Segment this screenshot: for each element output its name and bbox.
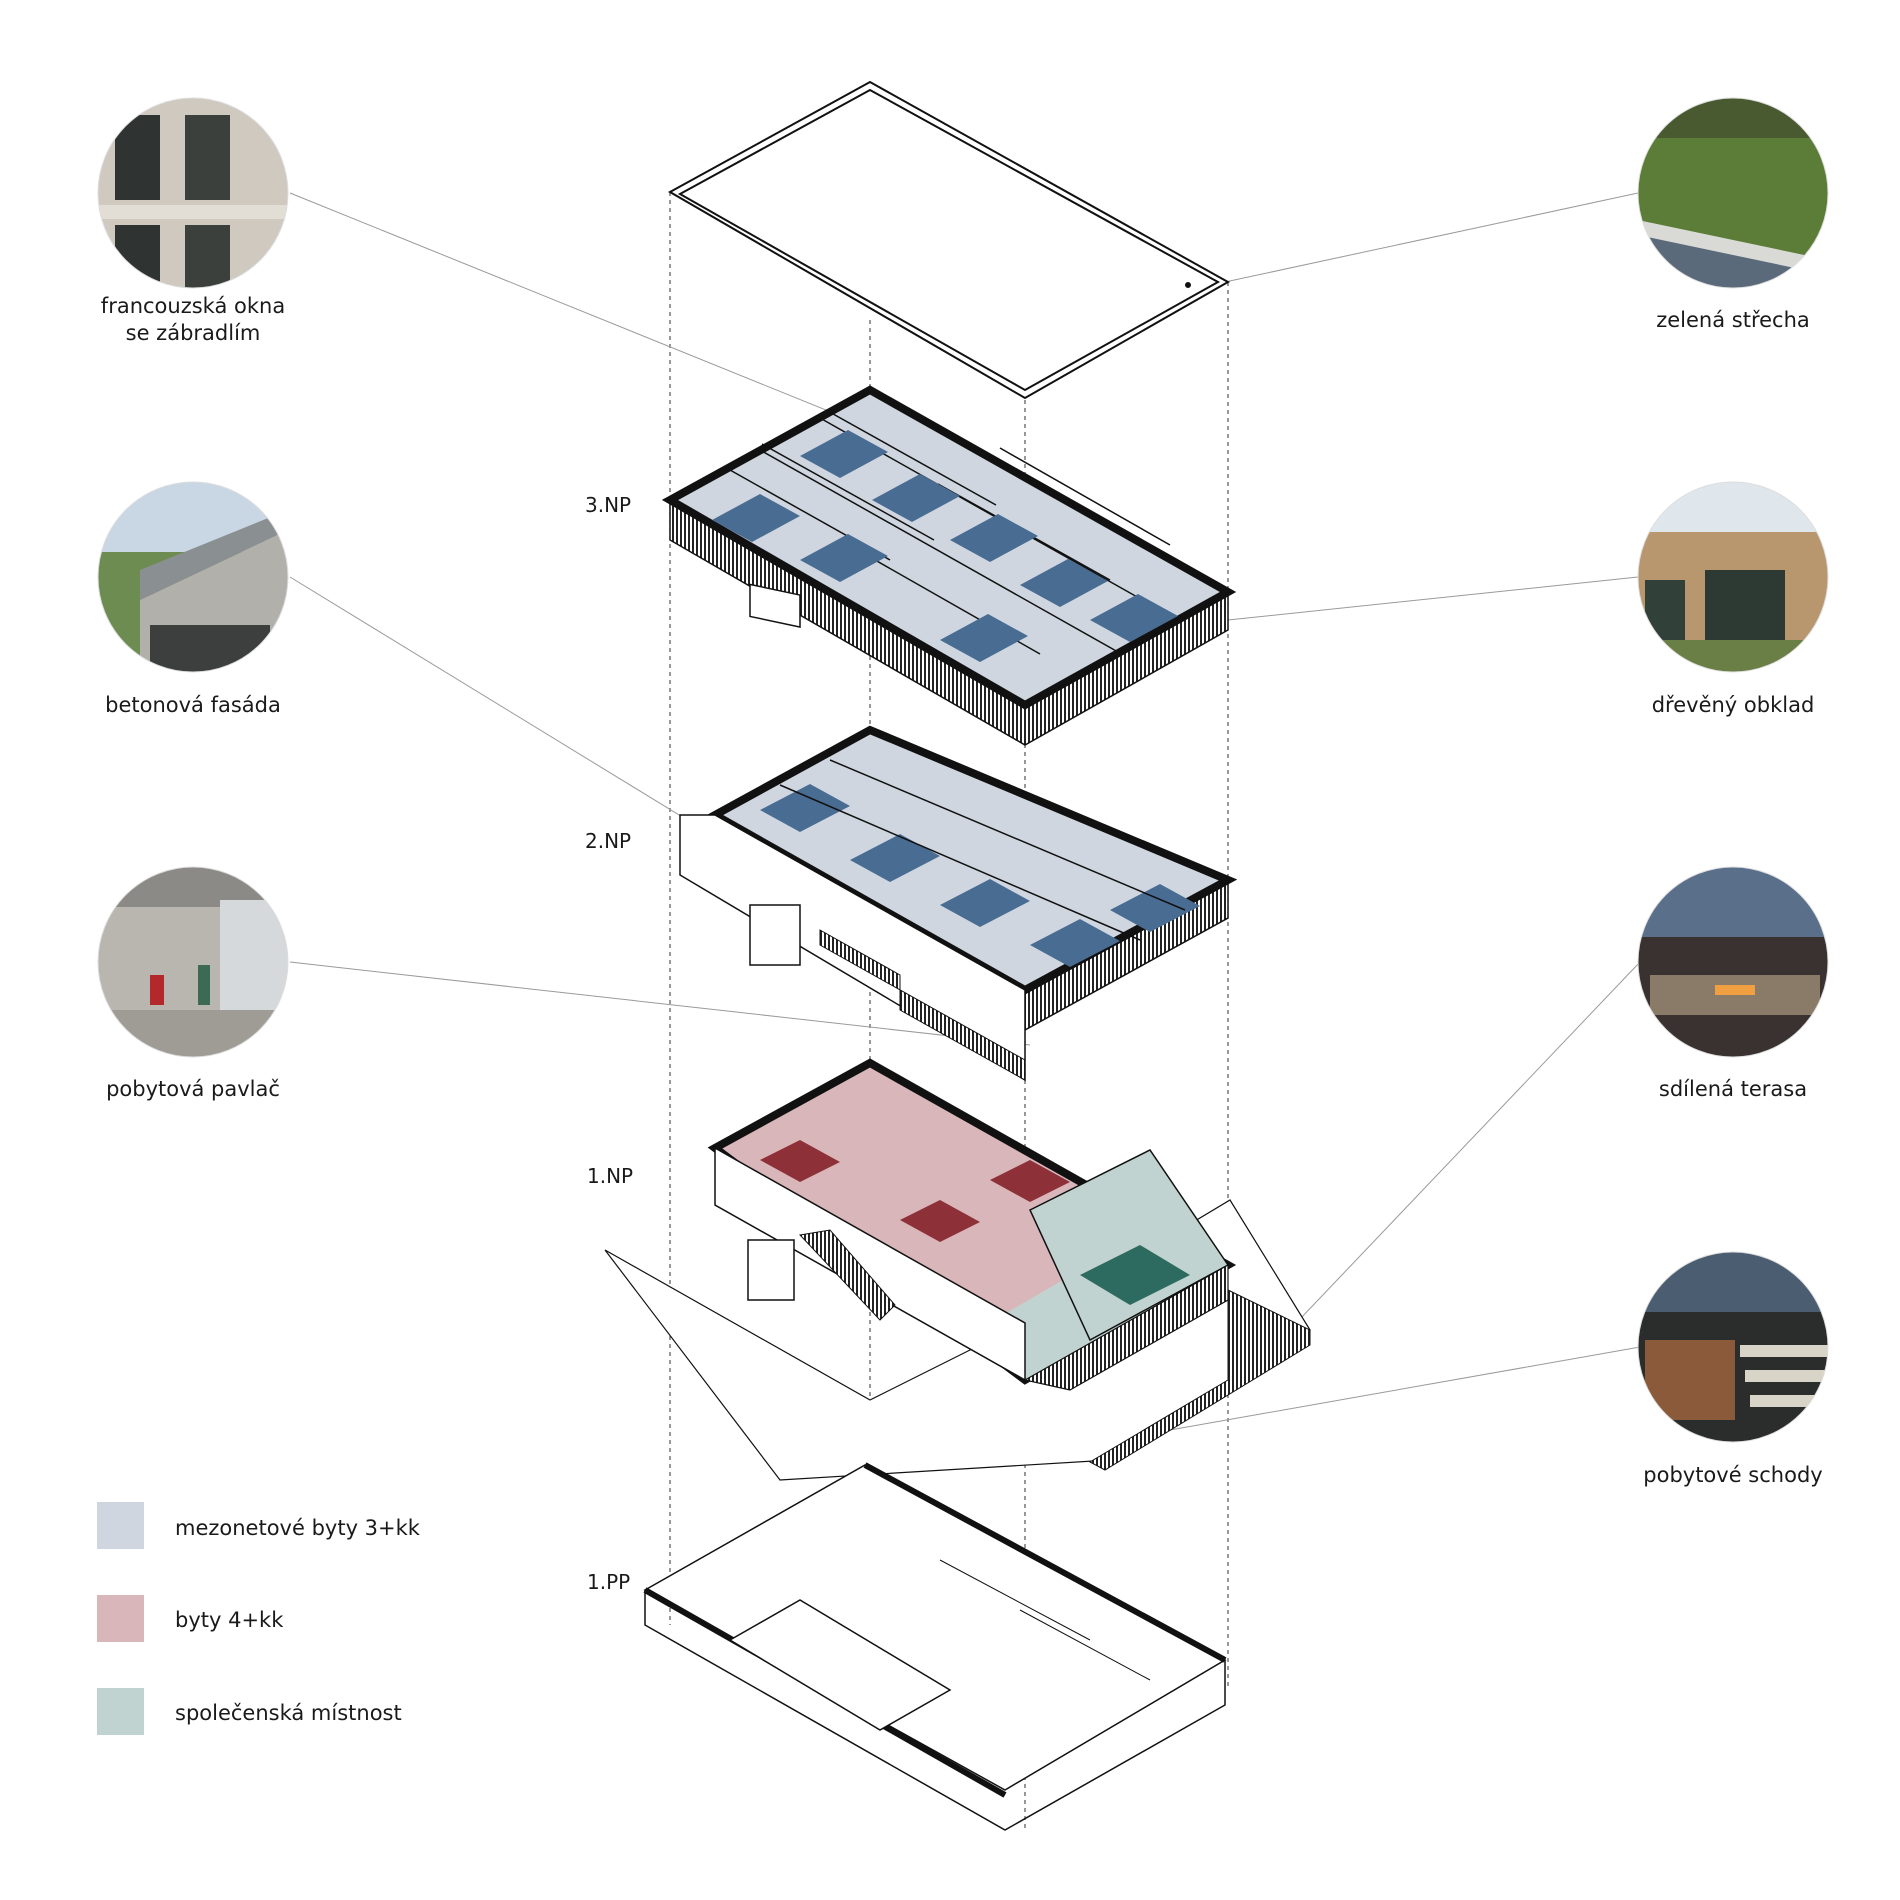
callout-pobytova-pavlac: pobytová pavlač <box>97 866 289 1101</box>
roof-slab <box>667 80 1231 400</box>
legend-label: společenská místnost <box>175 1701 402 1725</box>
callout-betonova-fasada: betonová fasáda <box>97 481 289 717</box>
floor-1np: 1.NP <box>587 1058 1311 1481</box>
leader-lines <box>289 192 1641 1431</box>
legend-item-byty4: byty 4+kk <box>97 1595 284 1642</box>
wood-cladding-photo <box>1638 482 1828 672</box>
callout-label: zelená střecha <box>1656 308 1810 332</box>
callout-francouzska-okna: francouzská okna se zábradlím <box>97 97 289 345</box>
callout-pobytove-schody: pobytové schody <box>1637 1251 1829 1487</box>
french-window-photo <box>98 98 288 288</box>
floor-2np: 2.NP <box>585 725 1238 1082</box>
floor-3np: 3.NP <box>585 385 1237 746</box>
callout-label: sdílená terasa <box>1659 1077 1807 1101</box>
gallery-walkway-photo <box>98 867 288 1057</box>
concrete-facade-photo <box>98 482 288 672</box>
legend-swatch <box>97 1688 144 1735</box>
callout-zelena-strecha: zelená střecha <box>1637 97 1829 332</box>
level-label-3np: 3.NP <box>585 493 631 517</box>
legend-swatch <box>97 1502 144 1549</box>
callout-label: pobytové schody <box>1643 1463 1822 1487</box>
legend: mezonetové byty 3+kk byty 4+kk společens… <box>97 1502 421 1735</box>
callout-label: pobytová pavlač <box>106 1077 280 1101</box>
level-label-2np: 2.NP <box>585 829 631 853</box>
callout-label: francouzská okna <box>101 294 285 318</box>
floor-1pp: 1.PP <box>587 1462 1227 1831</box>
legend-swatch <box>97 1595 144 1642</box>
shared-terrace-photo <box>1638 867 1828 1057</box>
legend-item-spolecenska: společenská místnost <box>97 1688 402 1735</box>
callout-label: betonová fasáda <box>105 693 281 717</box>
callout-label: se zábradlím <box>126 321 261 345</box>
level-label-1pp: 1.PP <box>587 1570 630 1594</box>
legend-label: mezonetové byty 3+kk <box>175 1516 421 1540</box>
callout-sdilena-terasa: sdílená terasa <box>1637 866 1829 1101</box>
legend-item-mezonet: mezonetové byty 3+kk <box>97 1502 421 1549</box>
legend-label: byty 4+kk <box>175 1608 284 1632</box>
callout-dreveny-obklad: dřevěný obklad <box>1637 481 1829 717</box>
green-roof-photo <box>1638 98 1828 288</box>
callout-label: dřevěný obklad <box>1652 693 1815 717</box>
level-label-1np: 1.NP <box>587 1164 633 1188</box>
